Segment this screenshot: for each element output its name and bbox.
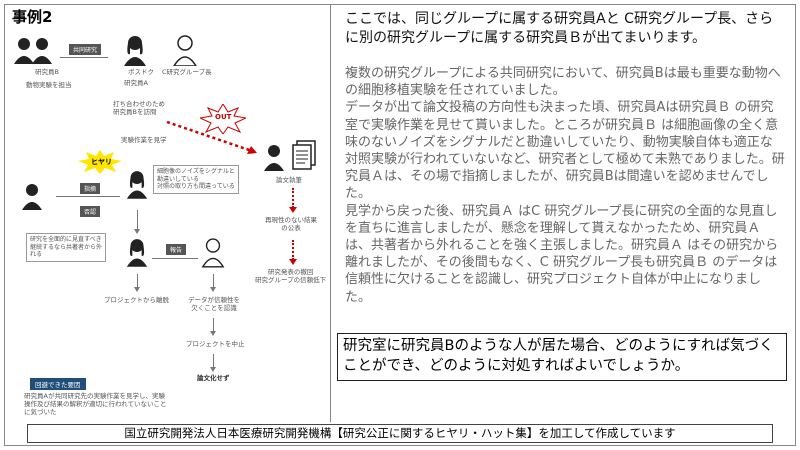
down-line-4 (213, 318, 214, 332)
down-line-2 (137, 274, 138, 288)
slide-frame (4, 4, 796, 446)
researcher-a-icon-2 (125, 168, 149, 200)
red-arrowhead-2 (289, 259, 297, 265)
doubt-note: 細胞像のノイズをシグナルと 勘違いしている 対照の取り方も間違っている (153, 165, 239, 194)
body-paragraph-1: 複数の研究グループによる共同研究において、研究員Bは最も重要な動物への細胞移植実… (345, 66, 781, 99)
body-paragraph-3: 見学から戻った後、研究員Ａ はC 研究グループ長に研究の全面的な見直しを直ちに進… (345, 203, 779, 305)
project-stop-label: プロジェクトを中止 (186, 340, 245, 348)
down-line-1 (137, 210, 138, 230)
down-arrowhead-3 (210, 287, 216, 292)
red-arrowhead-1 (289, 207, 297, 213)
question-box: 研究室に研究員Bのような人が居た場合、どのようにすれば気づくことができ、どのよう… (337, 333, 787, 381)
no-reproducibility: 再現性のない結果 の公表 (265, 216, 317, 233)
damage-note: 研究発表の撤回 研究グループの信頼低下 (255, 268, 327, 285)
hiyari-burst (78, 150, 122, 178)
red-arrow-1 (292, 188, 294, 208)
data-unreliable-label: データが信頼性を 欠くことを認識 (188, 296, 240, 313)
down-line-5 (213, 354, 214, 368)
joint-research-label: 共同研究 (69, 44, 102, 55)
cause-text: 研究員Aが共同研究先の実験作業を見学し、実験 操作及び結果の解釈が適切に行われて… (24, 392, 167, 417)
postdoc-label: ポスドク (128, 68, 154, 76)
paper-icon (291, 140, 317, 174)
report-label: 報告 (166, 244, 187, 255)
footer-credit: 国立研究開発法人日本医療研究開発機構【研究公正に関するヒヤリ・ハット集】を加工し… (27, 424, 773, 443)
group-b-icon (12, 36, 56, 64)
report-arrow (152, 258, 198, 259)
out-label: OUT (215, 113, 232, 121)
down-arrowhead-5 (210, 367, 216, 372)
group-c-leader-icon (172, 34, 198, 66)
researcher-b-label: 研究員B (35, 68, 59, 76)
no-paper-label: 論文化せず (197, 374, 230, 382)
cause-label: 回避できた要因 (30, 378, 86, 390)
left-project-label: プロジェクトから離脱 (104, 296, 169, 304)
researcher-a-icon (122, 34, 148, 66)
point-out-arrow (56, 196, 120, 197)
paper-submission-label: 論文執筆 (276, 176, 302, 184)
intro-text: ここでは、同じグループに属する研究員Aと C研究グループ長、さらに別の研究グルー… (345, 11, 774, 46)
out-burst (198, 103, 248, 138)
researcher-b-icon (20, 182, 44, 210)
group-c-leader-icon-2 (201, 236, 225, 268)
red-arrow-2 (292, 240, 294, 260)
researcher-a-label: 研究員A (124, 79, 148, 87)
case-description: 複数の研究グループによる共同研究において、研究員Bは最も重要な動物への細胞移植実… (345, 65, 785, 306)
deny-label: 否認 (80, 206, 101, 217)
meeting-note: 打ち合わせのため 研究員Bを訪問 (113, 100, 165, 117)
panel-divider (330, 4, 331, 422)
case-title: 事例2 (12, 8, 53, 26)
out-red-arrow (166, 120, 257, 154)
point-out-label: 指摘 (80, 183, 101, 194)
joint-arrow (60, 57, 108, 58)
down-arrowhead-4 (210, 331, 216, 336)
down-arrowhead-2 (134, 287, 140, 292)
down-line-3 (213, 274, 214, 288)
group-c-leader-label: C研究グループ長 (162, 68, 212, 76)
author-icon (262, 143, 286, 171)
down-arrowhead-1 (134, 229, 140, 234)
advice-box: 研究を全面的に見直すべき 継続するなら共著者から外 れる (26, 233, 107, 262)
hiyari-label: ヒヤリ (91, 158, 112, 166)
observe-note: 実験作業を見学 (121, 136, 167, 144)
researcher-a-icon-3 (125, 236, 149, 268)
body-paragraph-2: データが出て論文投稿の方向性も決まった頃、研究員Aは研究員Ｂ の研究室で実験作業… (345, 100, 785, 202)
researcher-b-role: 動物実験を担当 (26, 81, 72, 89)
